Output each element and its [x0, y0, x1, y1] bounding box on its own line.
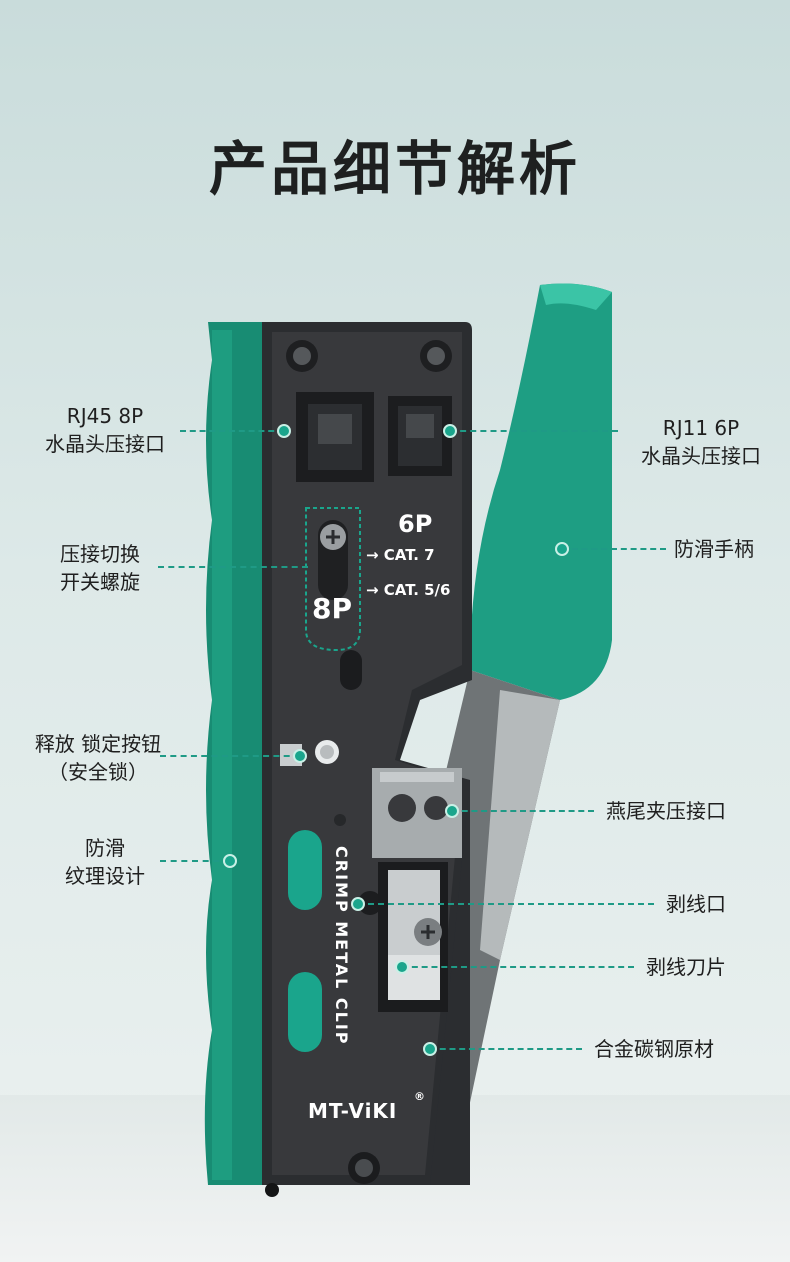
switch-callout-line1: 压接切换 [60, 542, 140, 566]
dovetail-marker-dot [445, 804, 459, 818]
strip-blade-marker-dot [395, 960, 409, 974]
handle-callout-line1: 防滑手柄 [674, 537, 754, 561]
rj45-crimp-port [296, 392, 374, 482]
release-leader-line [160, 755, 300, 757]
dovetail-leader-line [452, 810, 594, 812]
crimp-metal-clip-text: CRIMP METAL CLIP [332, 846, 351, 1046]
dovetail-crimp-die [372, 768, 462, 858]
rj45-callout-line1: RJ45 8P [66, 404, 144, 428]
release-callout-line1: 释放 锁定按钮 [34, 732, 162, 756]
texture-callout-line1: 防滑 [85, 836, 125, 860]
page-title: 产品细节解析 [208, 135, 581, 203]
green-pad-upper [288, 830, 322, 910]
strip-blade-callout-line1: 剥线刀片 [646, 955, 726, 979]
green-pad-lower [288, 972, 322, 1052]
bottom-hole [265, 1183, 279, 1197]
switch-callout: 压接切换 开关螺旋 [40, 540, 160, 596]
handle-callout: 防滑手柄 [674, 535, 754, 563]
texture-marker-dot [223, 854, 237, 868]
rj11-leader-line [450, 430, 618, 432]
brand-logo: MT-ViKI [308, 1099, 397, 1123]
material-callout-line1: 合金碳钢原材 [594, 1037, 714, 1061]
material-marker-dot [423, 1042, 437, 1056]
strip-port-marker-dot [351, 897, 365, 911]
material-leader-line [430, 1048, 582, 1050]
switch-callout-line2: 开关螺旋 [60, 570, 140, 594]
rj11-callout-line2: 水晶头压接口 [641, 444, 761, 468]
handle-marker-dot [555, 542, 569, 556]
rj11-callout-line1: RJ11 6P [662, 416, 740, 440]
release-callout: 释放 锁定按钮 （安全锁） [28, 730, 168, 786]
strip-blade-leader-line [402, 966, 634, 968]
strip-blade-callout: 剥线刀片 [646, 953, 726, 981]
release-marker-dot [293, 749, 307, 763]
rj45-callout: RJ45 8P 水晶头压接口 [30, 402, 180, 458]
cat7-marking: → CAT. 7 [366, 546, 435, 564]
cat56-marking: → CAT. 5/6 [366, 581, 450, 599]
registered-mark: ® [414, 1090, 425, 1103]
rj11-callout: RJ11 6P 水晶头压接口 [626, 414, 776, 470]
strip-port-callout-line1: 剥线口 [666, 892, 726, 916]
switch-slot-outline [305, 507, 361, 652]
rj11-marker-dot [443, 424, 457, 438]
dovetail-callout-line1: 燕尾夹压接口 [606, 799, 726, 823]
anti-slip-handle [470, 283, 612, 700]
texture-callout: 防滑 纹理设计 [50, 834, 160, 890]
material-callout: 合金碳钢原材 [594, 1035, 714, 1063]
dovetail-callout: 燕尾夹压接口 [606, 797, 726, 825]
texture-callout-line2: 纹理设计 [65, 864, 145, 888]
handle-leader-line [562, 548, 666, 550]
rj11-crimp-port [388, 396, 452, 476]
strip-blade [378, 862, 448, 1012]
rj45-marker-dot [277, 424, 291, 438]
strip-port-callout: 剥线口 [666, 890, 726, 918]
texture-leader-line [160, 860, 230, 862]
strip-port-leader-line [358, 903, 654, 905]
rj45-leader-line [180, 430, 284, 432]
switch-leader-line [158, 566, 308, 568]
rj45-callout-line2: 水晶头压接口 [45, 432, 165, 456]
release-callout-line2: （安全锁） [48, 760, 148, 784]
top-screws [286, 340, 452, 372]
six-p-marking: 6P [398, 510, 432, 538]
eight-p-marking: 8P [312, 592, 352, 625]
